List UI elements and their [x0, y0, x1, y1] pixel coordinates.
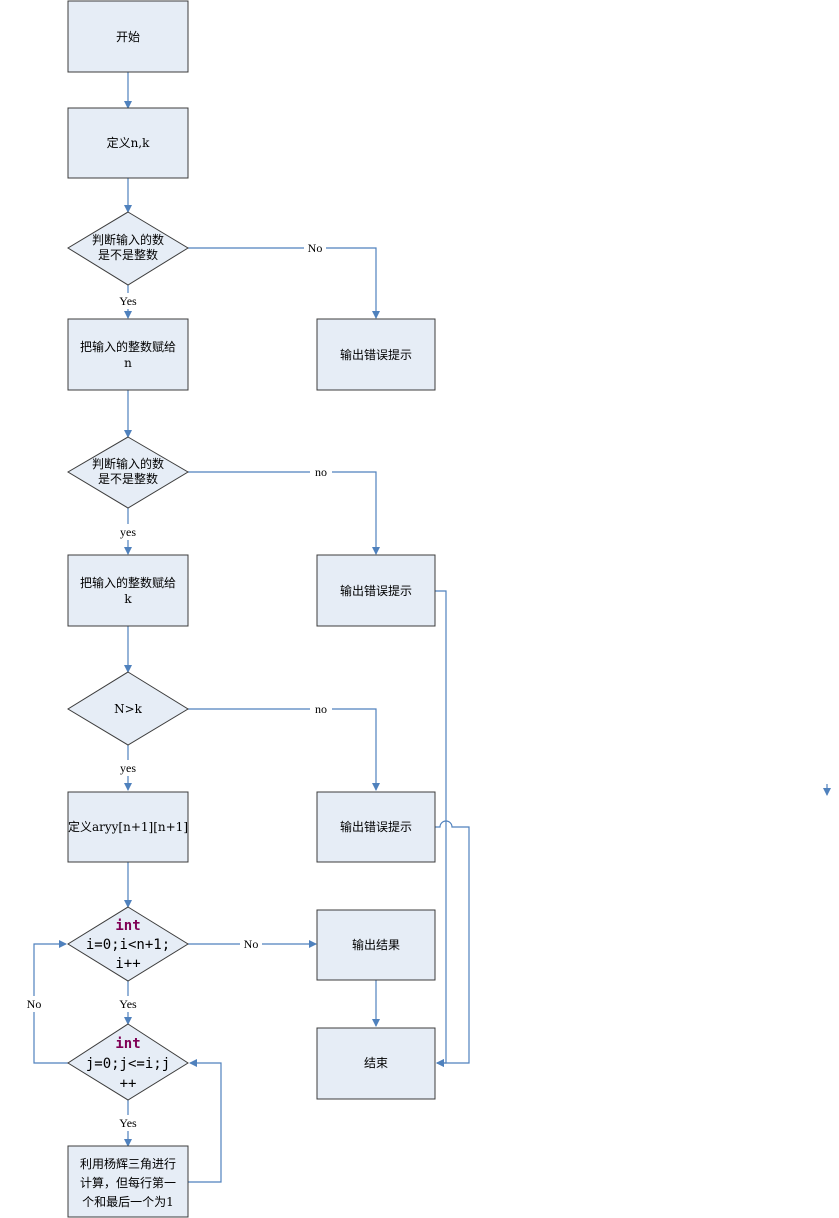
node-output-result-label: 输出结果 — [352, 937, 400, 952]
node-error-3-label: 输出错误提示 — [340, 819, 412, 834]
decision-compare-label: N>k — [114, 702, 143, 716]
node-compute-line1: 利用杨辉三角进行 — [80, 1156, 176, 1171]
node-error-2-label: 输出错误提示 — [340, 583, 412, 598]
decision-check-n-line2: 是不是整数 — [98, 247, 158, 262]
decision-loop-j-line3: ++ — [120, 1076, 137, 1092]
edge-compute-loop-j — [188, 1059, 222, 1183]
node-assign-k: 把输入的整数赋给 k — [67, 554, 189, 627]
node-end: 结束 — [316, 1027, 436, 1100]
node-define-nk-label: 定义n,k — [107, 135, 151, 150]
node-assign-n: 把输入的整数赋给 n — [67, 318, 189, 391]
label-check-n-yes: Yes — [119, 294, 137, 308]
edge-check-n-no — [188, 247, 380, 319]
decision-loop-j-keyword: int — [115, 1036, 140, 1052]
decision-loop-i-line2: i=0;i<n+1; — [86, 937, 170, 953]
node-error-2: 输出错误提示 — [316, 554, 436, 627]
label-check-k-no: no — [315, 465, 327, 479]
label-loop-j-yes: Yes — [119, 1116, 137, 1130]
node-error-1-label: 输出错误提示 — [340, 347, 412, 362]
decision-loop-j-line2: j=0;j<=i;j — [86, 1056, 170, 1072]
node-assign-k-line2: k — [124, 592, 132, 606]
decision-check-k: 判断输入的数 是不是整数 — [67, 436, 189, 509]
node-compute-line3: 个和最后一个为1 — [82, 1195, 174, 1209]
node-assign-k-line1: 把输入的整数赋给 — [80, 575, 176, 590]
node-compute: 利用杨辉三角进行 计算，但每行第一 个和最后一个为1 — [67, 1145, 189, 1218]
node-compute-line2: 计算，但每行第一 — [80, 1175, 176, 1190]
label-loop-i-yes: Yes — [119, 997, 137, 1011]
node-start: 开始 — [67, 0, 189, 73]
edge-labels: No Yes no yes no yes No Yes No Yes — [22, 240, 332, 1131]
node-output-result: 输出结果 — [316, 909, 436, 981]
decision-loop-i-line3: i++ — [115, 956, 140, 972]
edge-check-k-no — [188, 471, 380, 555]
node-define-array-label: 定义aryy[n+1][n+1] — [68, 819, 188, 834]
edge-compare-no — [188, 708, 380, 791]
node-start-label: 开始 — [116, 30, 140, 44]
label-compare-no: no — [315, 702, 327, 716]
decision-check-k-line2: 是不是整数 — [98, 471, 158, 486]
node-end-label: 结束 — [364, 1056, 388, 1070]
decision-check-n: 判断输入的数 是不是整数 — [67, 211, 189, 286]
edge-error3-end — [435, 820, 470, 1067]
decision-loop-i: int i=0;i<n+1; i++ — [67, 906, 189, 982]
label-check-n-no: No — [308, 241, 323, 255]
label-loop-i-no: No — [244, 937, 259, 951]
node-define-nk: 定义n,k — [67, 107, 189, 179]
node-define-array: 定义aryy[n+1][n+1] — [67, 791, 189, 863]
decision-check-k-line1: 判断输入的数 — [92, 456, 164, 471]
node-error-1: 输出错误提示 — [316, 318, 436, 391]
decision-check-n-line1: 判断输入的数 — [92, 232, 164, 247]
node-assign-n-line2: n — [124, 356, 132, 370]
label-loop-j-no: No — [27, 997, 42, 1011]
decision-compare: N>k — [67, 671, 189, 746]
label-check-k-yes: yes — [120, 525, 136, 539]
node-error-3: 输出错误提示 — [316, 791, 436, 863]
label-compare-yes: yes — [120, 761, 136, 775]
decision-loop-i-keyword: int — [115, 918, 140, 934]
node-assign-n-line1: 把输入的整数赋给 — [80, 339, 176, 354]
decision-loop-j: int j=0;j<=i;j ++ — [67, 1023, 189, 1101]
